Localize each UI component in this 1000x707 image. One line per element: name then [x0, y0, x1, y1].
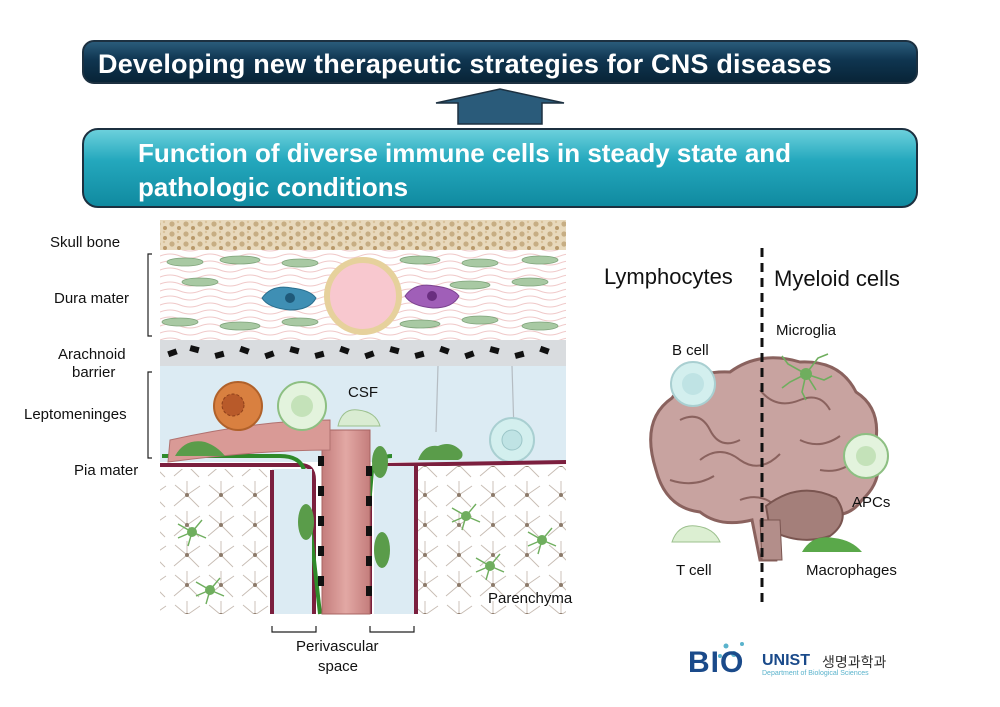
logo-unist-text: UNIST: [762, 652, 810, 669]
logo-department-text: Department of Biological Sciences: [762, 670, 869, 677]
label-macrophages: Macrophages: [806, 562, 897, 579]
up-arrow-icon: [435, 88, 565, 125]
label-apcs: APCs: [852, 494, 891, 511]
perivascular-junctions: [318, 456, 372, 596]
meninges-section: [147, 220, 567, 633]
label-perivascular: Perivascular: [296, 638, 379, 655]
t-cell-icon: [671, 525, 721, 543]
label-b-cell: B cell: [672, 342, 709, 359]
macrophage-icon: [802, 537, 862, 552]
research-banner-line2: pathologic conditions: [138, 172, 409, 202]
label-parenchyma: Parenchyma: [488, 590, 573, 607]
label-pia-mater: Pia mater: [74, 462, 139, 479]
arachnoid-tight-junctions: [167, 345, 550, 360]
label-t-cell: T cell: [676, 562, 712, 579]
label-skull-bone: Skull bone: [50, 234, 121, 251]
dural-vessel: [324, 257, 402, 335]
cerebellum: [764, 489, 844, 541]
brain-gyri: [669, 389, 857, 507]
layer-brackets: [147, 253, 415, 633]
logo-bio-text: BIO: [688, 646, 745, 679]
dura-fibroblasts: [161, 255, 559, 331]
label-csf: CSF: [348, 384, 378, 401]
microglia-icon: [781, 353, 833, 401]
pvm-left: [298, 504, 314, 540]
label-space: space: [318, 658, 359, 675]
lepto-macrophage: [418, 444, 463, 460]
label-dura-mater: Dura mater: [54, 290, 130, 307]
microglia-cluster: [177, 503, 557, 605]
label-myeloid-cells: Myeloid cells: [774, 266, 900, 291]
research-banner: Function of diverse immune cells in stea…: [82, 128, 918, 208]
label-barrier: barrier: [72, 364, 116, 381]
pvm-right: [374, 532, 390, 568]
label-arachnoid: Arachnoid: [58, 346, 126, 363]
pvm-top: [372, 446, 388, 478]
label-lymphocytes: Lymphocytes: [604, 264, 733, 289]
pia-macrophage: [175, 441, 225, 456]
bio-logo: [718, 642, 744, 658]
label-leptomeninges: Leptomeninges: [24, 406, 127, 423]
goal-banner-text: Developing new therapeutic strategies fo…: [98, 49, 833, 79]
label-microglia: Microglia: [776, 322, 837, 339]
penetrating-vessel: [321, 429, 371, 615]
research-banner-line1: Function of diverse immune cells in stea…: [138, 138, 792, 168]
brain-section: [649, 248, 889, 606]
csf-macrophage: [337, 409, 381, 427]
brainstem: [759, 519, 783, 561]
skull-layer: [160, 220, 566, 250]
logo-korean-text: 생명과학과: [822, 654, 887, 670]
goal-banner: Developing new therapeutic strategies fo…: [82, 40, 918, 84]
